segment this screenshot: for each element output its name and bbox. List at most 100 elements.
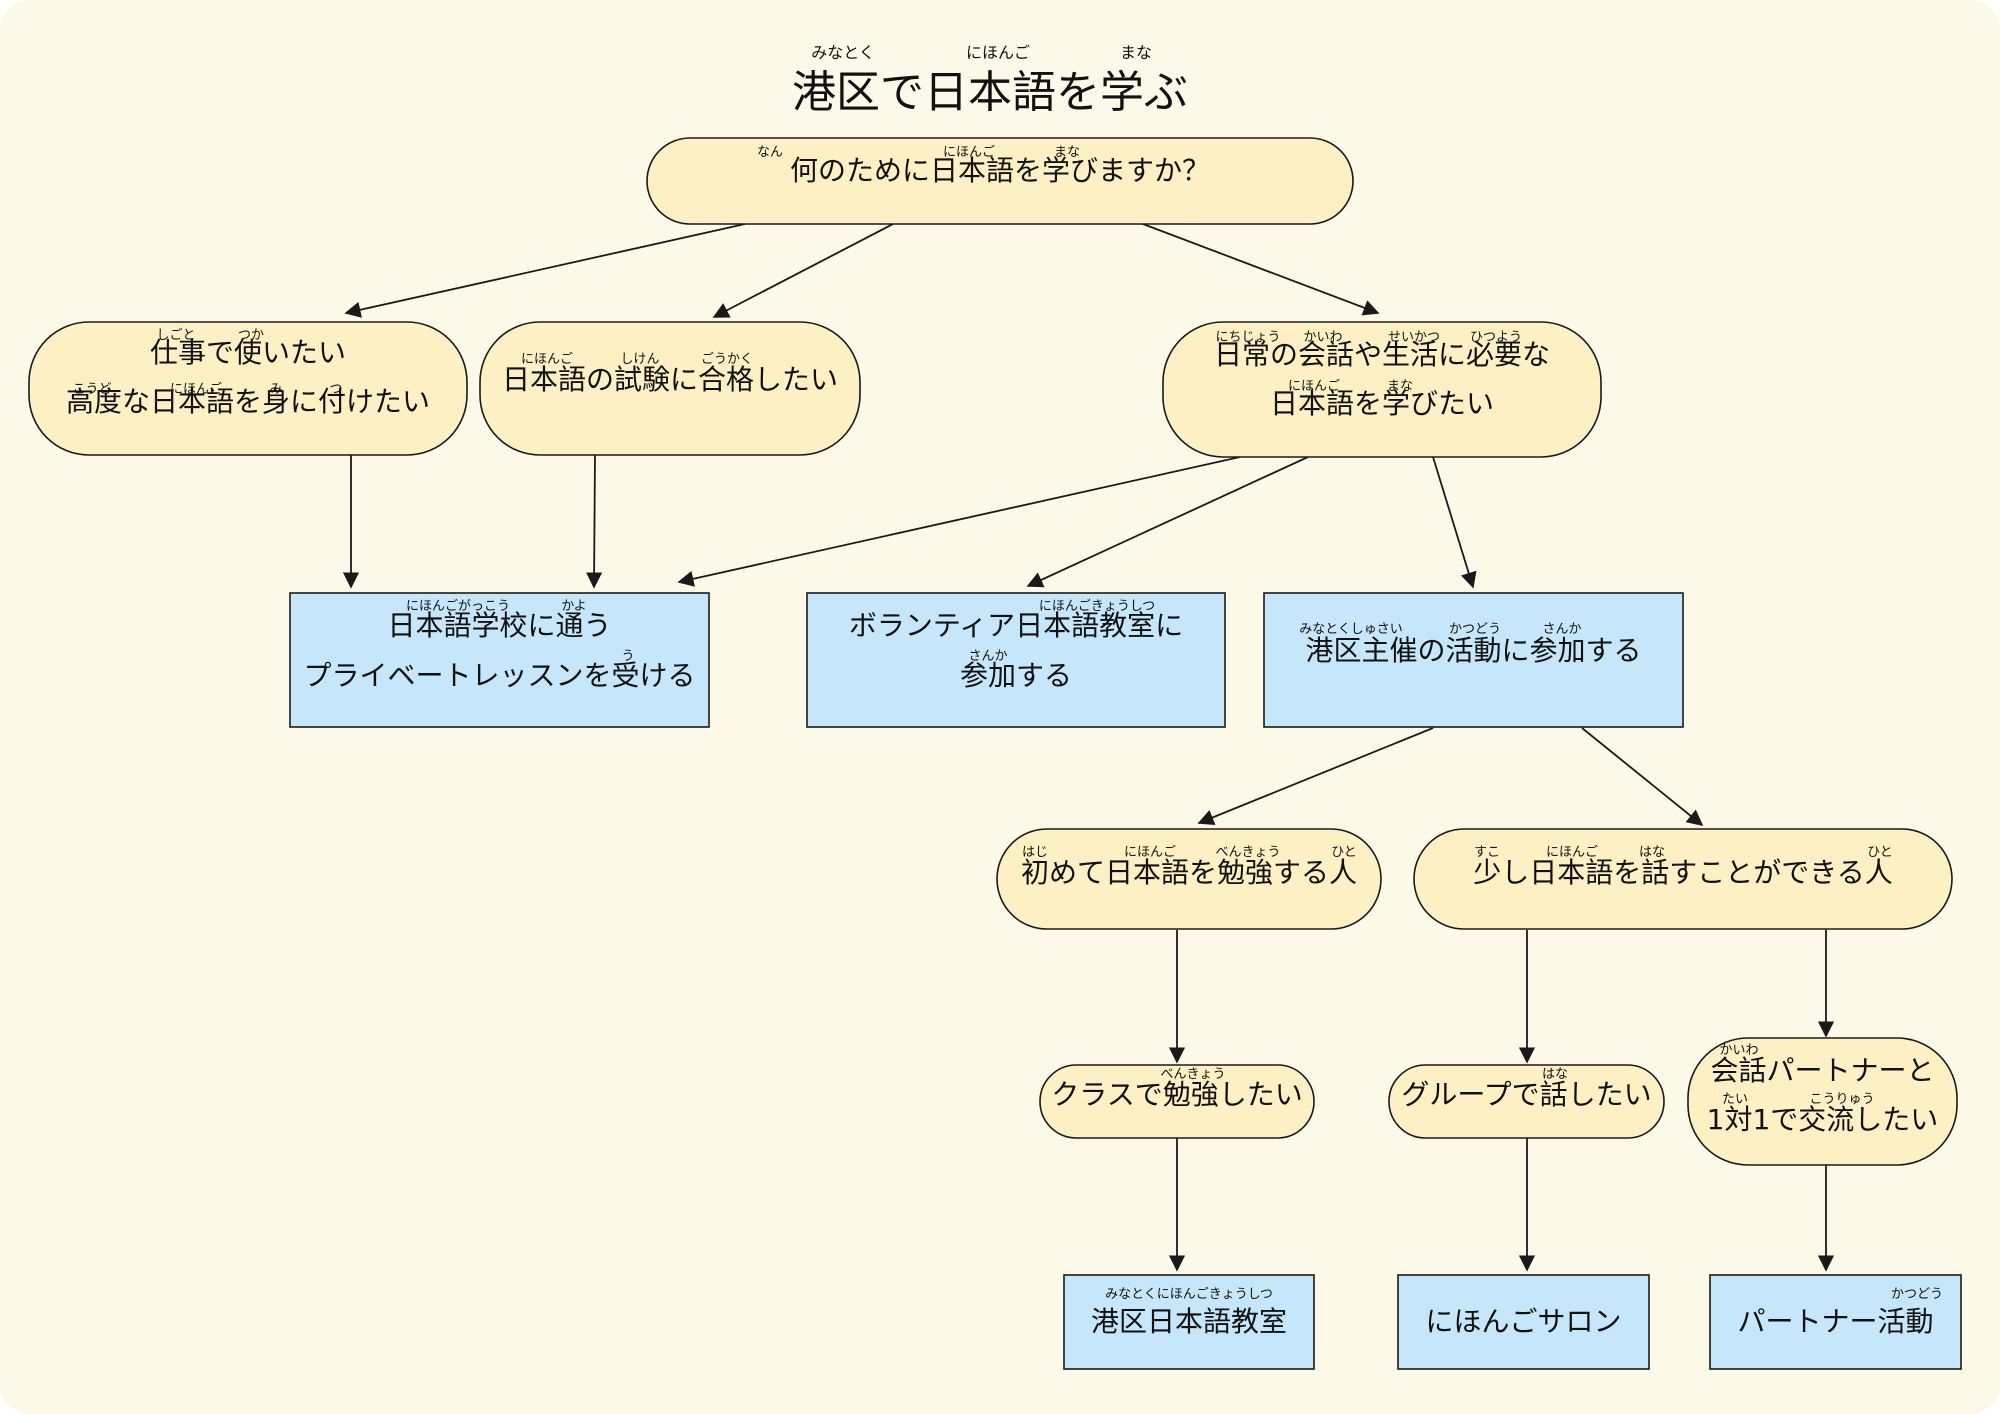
node-furigana: はな [1639, 845, 1665, 860]
node-furigana: つ [329, 382, 342, 397]
edge-exam-to-school [586, 454, 603, 589]
node-label-line: 初めて日本語を勉強する人 [1021, 856, 1357, 889]
node-furigana: みなとくにほんごきょうしつ [1105, 1286, 1273, 1302]
title-ruby-mana: まな [1120, 43, 1152, 62]
flow-edges [342, 223, 1835, 1272]
node-shape [806, 592, 1226, 728]
flow-nodes: 何のために日本語を学びますか？なんにほんごまな仕事で使いたいしごとつか高度な日本… [28, 137, 1962, 1370]
edge-daily-to-minato [1432, 456, 1477, 589]
node-furigana: すこ [1474, 845, 1500, 860]
node-furigana: まな [1054, 145, 1080, 160]
node-shape [1063, 1274, 1315, 1370]
node-furigana: み [269, 382, 282, 397]
node-label-line: クラスで勉強したい [1051, 1078, 1302, 1111]
node-furigana: たい [1722, 1092, 1748, 1107]
node-furigana: ごうかく [701, 351, 753, 367]
node-furigana: つか [238, 328, 264, 343]
node-shape [28, 321, 468, 456]
node-furigana: にほんごがっこう [406, 598, 510, 614]
edge-daily-to-volunteer [1026, 456, 1309, 588]
node-label-line: プライベートレッスンを受ける [303, 659, 695, 692]
node-furigana: べんきょう [1160, 1067, 1225, 1082]
node-furigana: にほんご [1546, 844, 1598, 860]
node-furigana: う [621, 649, 634, 664]
node-label-line: 少し日本語を話すことができる人 [1473, 856, 1892, 889]
node-label-line: グループで話したい [1401, 1078, 1651, 1111]
node-furigana: こうど [72, 382, 111, 397]
node-label-line: にほんごサロン [1425, 1305, 1621, 1338]
node-furigana: はな [1542, 1067, 1568, 1082]
node-label-line: 日本語の試験に合格したい [502, 363, 838, 396]
node-furigana: ひと [1867, 845, 1893, 860]
node-furigana: にほんご [943, 144, 995, 160]
node-furigana: かよ [561, 599, 586, 614]
node-furigana: にほんご [521, 351, 573, 367]
node-furigana: こうりゅう [1809, 1092, 1874, 1107]
node-a-classroom: 港区日本語教室 みなとくにほんごきょうしつ [1063, 1274, 1315, 1370]
node-a-partner: パートナー活動 かつどう [1709, 1274, 1962, 1370]
diagram-title: 港区で日本語を学ぶ みなとく にほんご まな [792, 43, 1188, 118]
node-label-line: 港区日本語教室 [1091, 1305, 1287, 1338]
node-shape [1039, 1064, 1315, 1139]
edge-root-to-work [344, 223, 746, 318]
node-label-line: 港区主催の活動に参加する [1305, 634, 1641, 667]
node-shape [1413, 828, 1953, 930]
node-furigana: にほんご [1288, 378, 1340, 394]
node-furigana: にちじょう [1215, 330, 1280, 345]
edge-root-to-daily [1142, 223, 1380, 316]
node-label-line: パートナー活動 [1737, 1305, 1933, 1338]
node-label-line: 日本語学校に通う [387, 609, 611, 642]
node-label-line: 仕事で使いたい [150, 336, 346, 369]
node-furigana: かいわ [1303, 330, 1342, 345]
node-label-line: ボランティア日本語教室に [849, 609, 1183, 642]
node-furigana: せいかつ [1388, 330, 1440, 345]
node-label-line: 1対1で交流したい [1707, 1103, 1939, 1136]
node-furigana: にほんご [1124, 844, 1176, 860]
node-shape [1263, 592, 1684, 728]
node-furigana: さんか [1542, 622, 1581, 637]
node-furigana: はじ [1022, 845, 1048, 860]
node-label-line: 日常の会話や生活に必要な [1214, 338, 1550, 371]
node-shape [1709, 1274, 1962, 1370]
node-furigana: べんきょう [1215, 845, 1280, 860]
node-shape [1388, 1064, 1665, 1139]
node-shape [996, 828, 1382, 930]
title-text: 港区で日本語を学ぶ [792, 67, 1188, 118]
node-q-work: 仕事で使いたいしごとつか高度な日本語を身に付けたいこうどにほんごみつ [28, 321, 468, 456]
node-furigana: さんか [968, 649, 1007, 664]
node-furigana: ひと [1331, 845, 1357, 860]
node-label-line: 高度な日本語を身に付けたい [66, 385, 430, 418]
node-furigana: しけん [620, 352, 659, 367]
node-furigana: かいわ [1719, 1043, 1758, 1058]
node-furigana: みなとくしゅさい [1299, 622, 1403, 637]
edge-root-to-exam [712, 223, 894, 318]
node-furigana: まな [1387, 379, 1413, 394]
node-shape [1397, 1274, 1650, 1370]
node-q-root: 何のために日本語を学びますか？ なん にほんご まな [646, 137, 1354, 225]
node-furigana: ひつよう [1470, 330, 1522, 345]
node-furigana: かつどう [1891, 1287, 1943, 1302]
node-q-daily: 日常の会話や生活に必要なにちじょうかいわせいかつひつよう日本語を学びたいにほんご… [1162, 321, 1602, 458]
node-shape [479, 321, 861, 456]
node-label-line: 会話パートナーと [1710, 1054, 1934, 1087]
title-ruby-nihongo: にほんご [966, 43, 1030, 62]
node-label-line: 何のために日本語を学びますか？ [790, 154, 1210, 187]
edge-minato-to-some [1581, 727, 1704, 827]
node-furigana: なん [757, 145, 783, 160]
node-shape [646, 137, 1354, 225]
node-label-line: 参加する [960, 659, 1072, 692]
node-shape [1687, 1037, 1958, 1166]
title-ruby-minatoku: みなとく [811, 43, 875, 62]
node-shape [289, 592, 710, 728]
node-furigana: しごと [156, 327, 195, 343]
node-furigana: かつどう [1449, 622, 1501, 637]
node-shape [1162, 321, 1602, 458]
